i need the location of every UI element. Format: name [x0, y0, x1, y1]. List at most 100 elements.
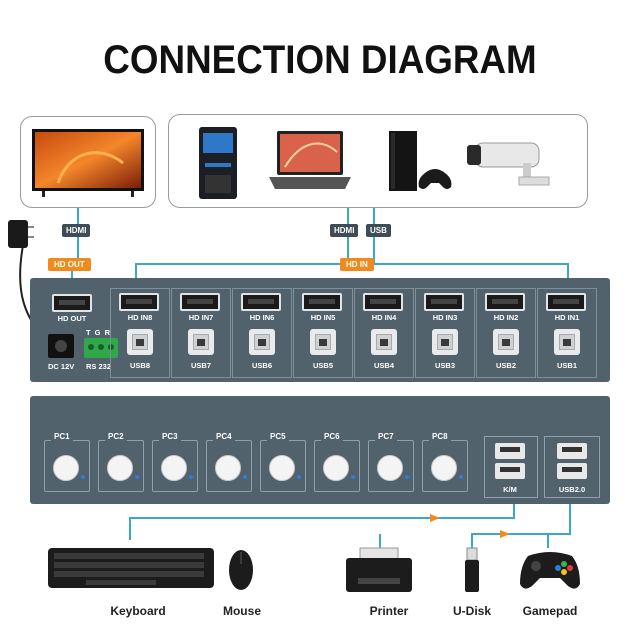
pc-select-button[interactable]	[107, 455, 133, 481]
usb2-label: USB2.0	[558, 485, 586, 494]
tv-icon	[32, 129, 144, 197]
security-camera-icon	[467, 142, 550, 186]
km-usb-port[interactable]	[495, 463, 525, 479]
usb-label: USB6	[251, 361, 272, 370]
dc-12v-label: DC 12V	[48, 362, 75, 371]
hdmi-out-cable	[71, 206, 79, 286]
km-usb-port[interactable]	[495, 443, 525, 459]
gamepad-cable	[547, 533, 570, 548]
hdmi-in-port[interactable]	[180, 293, 220, 311]
pc-button-group: PC4	[206, 432, 252, 492]
pc-select-button[interactable]	[161, 455, 187, 481]
rear-panel: HD OUT DC 12V T G R RS 232 HD IN8 USB8 H…	[30, 278, 610, 382]
led-indicator	[135, 475, 139, 479]
pc-select-button[interactable]	[215, 455, 241, 481]
led-indicator	[243, 475, 247, 479]
usb-label: USB2	[495, 361, 516, 370]
km-cable	[129, 500, 515, 540]
hdmi-out-port[interactable]	[52, 294, 92, 312]
dc-power-jack[interactable]	[48, 334, 74, 358]
hdmi-in-label: HD IN5	[310, 313, 336, 322]
usb-label: USB4	[373, 361, 394, 370]
led-indicator	[405, 475, 409, 479]
pc-label: PC2	[105, 432, 127, 441]
led-indicator	[297, 475, 301, 479]
hdmi-in-port[interactable]	[363, 293, 403, 311]
device-label: Keyboard	[110, 604, 166, 618]
usb-b-port[interactable]	[432, 329, 458, 355]
usb-b-port[interactable]	[127, 329, 153, 355]
usb-b-port[interactable]	[554, 329, 580, 355]
keyboard-icon	[48, 548, 214, 588]
pc-select-button[interactable]	[377, 455, 403, 481]
usb-label: USB3	[434, 361, 455, 370]
pc-select-button[interactable]	[53, 455, 79, 481]
pc-select-button[interactable]	[269, 455, 295, 481]
led-indicator	[459, 475, 463, 479]
usb-b-port[interactable]	[371, 329, 397, 355]
pc-label: PC3	[159, 432, 181, 441]
usb-label: USB1	[556, 361, 577, 370]
led-indicator	[351, 475, 355, 479]
pc-button-group: PC2	[98, 432, 144, 492]
input-group: HD IN4 USB4	[354, 288, 414, 378]
monitor-box	[20, 116, 156, 208]
gamepad-icon	[520, 552, 580, 589]
led-indicator	[81, 475, 85, 479]
sources-box	[168, 114, 588, 208]
power-adapter-icon	[8, 220, 34, 248]
usb-label: USB7	[190, 361, 211, 370]
rs232-label: RS 232	[86, 362, 112, 371]
rs232-terminal[interactable]	[84, 338, 118, 358]
usb-b-port[interactable]	[310, 329, 336, 355]
usb2-port[interactable]	[557, 443, 587, 459]
usb-b-port[interactable]	[249, 329, 275, 355]
input-group: HD IN5 USB5	[293, 288, 353, 378]
km-label: K/M	[503, 485, 517, 494]
usb-label: USB5	[312, 361, 333, 370]
pc-label: PC8	[429, 432, 451, 441]
usb2-port[interactable]	[557, 463, 587, 479]
device-label: U-Disk	[452, 604, 491, 618]
usb-b-port[interactable]	[188, 329, 214, 355]
hd-out-port-label: HD OUT	[57, 314, 87, 323]
hdmi-in-label: HD IN2	[493, 313, 519, 322]
pc-select-button[interactable]	[323, 455, 349, 481]
pc-label: PC4	[213, 432, 235, 441]
mouse-icon	[229, 550, 253, 590]
usb-disk-icon	[465, 547, 479, 592]
usb-b-port[interactable]	[493, 329, 519, 355]
hdmi-in-label: HD IN3	[432, 313, 458, 322]
device-label: Printer	[369, 604, 409, 618]
hdmi-in-port[interactable]	[241, 293, 281, 311]
pc-button-group: PC3	[152, 432, 198, 492]
device-label: Mouse	[222, 604, 261, 618]
pc-label: PC5	[267, 432, 289, 441]
hd-out-tag: HD OUT	[48, 258, 91, 271]
pc-select-button[interactable]	[431, 455, 457, 481]
hdmi-in-label: HD IN6	[249, 313, 275, 322]
laptop-icon	[269, 131, 351, 189]
device-label: Gamepad	[522, 604, 578, 618]
input-group: HD IN6 USB6	[232, 288, 292, 378]
hdmi-in-label: HD IN8	[127, 313, 153, 322]
pc-label: PC1	[51, 432, 73, 441]
hdmi-tag: HDMI	[62, 224, 91, 237]
hdmi-in-port[interactable]	[424, 293, 464, 311]
game-console-icon	[389, 131, 452, 191]
desktop-pc-icon	[199, 127, 237, 199]
hdmi-in-port[interactable]	[302, 293, 342, 311]
hdmi-in-port[interactable]	[485, 293, 525, 311]
pc-button-group: PC1	[44, 432, 90, 492]
arrow-marker	[500, 530, 510, 538]
input-group: HD IN8 USB8	[110, 288, 170, 378]
hdmi-in-port[interactable]	[546, 293, 586, 311]
hdmi-in-label: HD IN7	[188, 313, 214, 322]
usb2-group: USB2.0	[544, 436, 600, 498]
pc-button-group: PC7	[368, 432, 414, 492]
hd-in-tag: HD IN	[340, 258, 374, 271]
hdmi-in-port[interactable]	[119, 293, 159, 311]
usb-label: USB8	[129, 361, 150, 370]
arrow-marker	[430, 514, 440, 522]
